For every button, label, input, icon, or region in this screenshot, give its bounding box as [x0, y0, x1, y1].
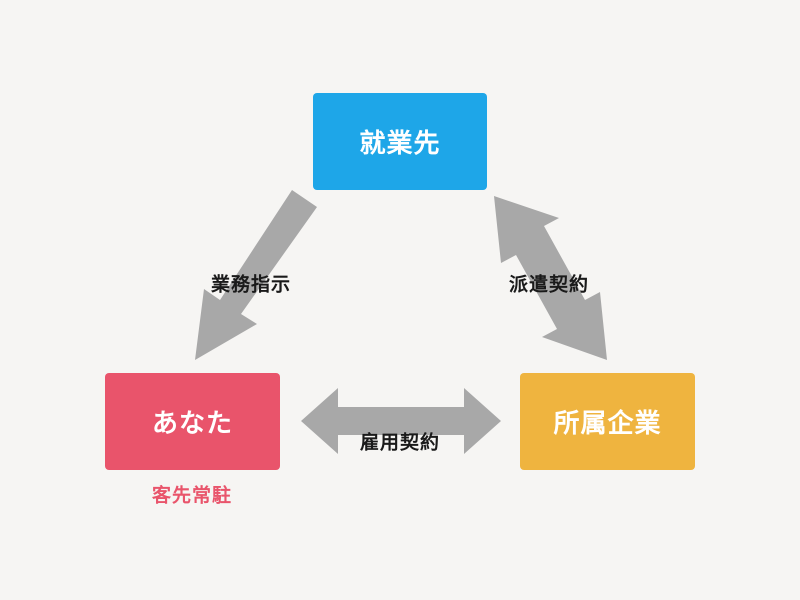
dispatch-label: 派遣契約 — [508, 273, 590, 296]
employment-label: 雇用契約 — [359, 431, 441, 454]
instruction-label: 業務指示 — [210, 273, 292, 296]
you-node: あなた — [105, 373, 280, 470]
instruction-arrow — [195, 190, 317, 360]
onsite-label: 客先常駐 — [151, 484, 233, 507]
client-label: 就業先 — [359, 129, 441, 159]
dispatch-arrow — [494, 196, 607, 360]
client-node: 就業先 — [313, 93, 487, 190]
employment-arrow — [301, 388, 501, 454]
agency-node: 所属企業 — [520, 373, 695, 470]
you-label: あなた — [151, 409, 233, 439]
agency-label: 所属企業 — [553, 409, 662, 439]
